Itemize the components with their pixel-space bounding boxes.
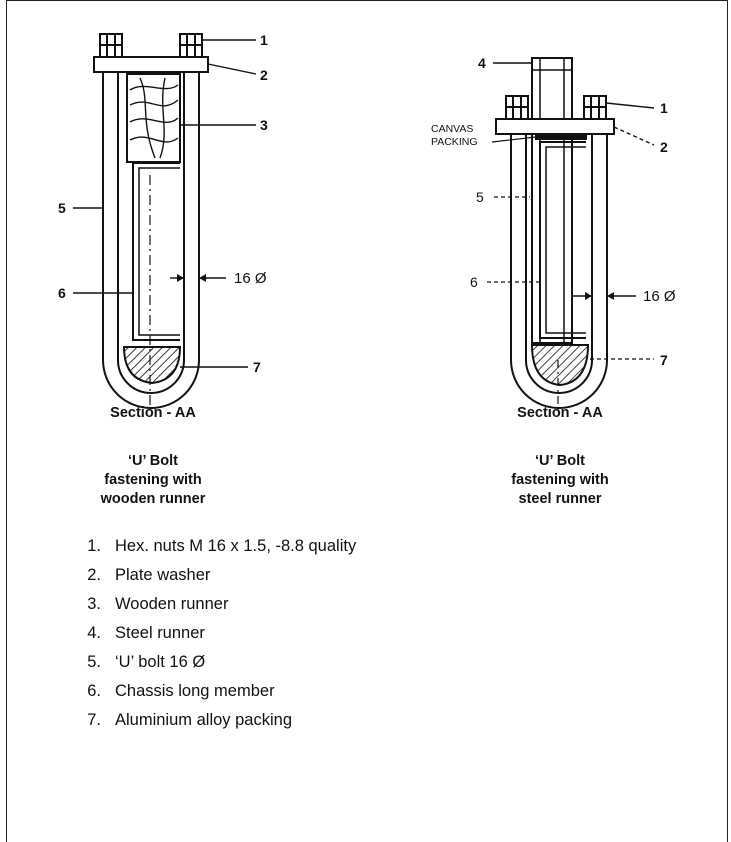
left-caption: ‘U’ Bolt fastening with wooden runner: [63, 452, 243, 509]
legend-text: Plate washer: [115, 566, 211, 584]
left-caption-line-2: fastening with: [104, 472, 202, 488]
legend-number: 2.: [87, 566, 101, 584]
right-plate-washer: [495, 118, 615, 135]
left-callout-6: 6: [58, 285, 66, 301]
right-callout-4: 4: [478, 55, 486, 71]
legend-number: 1.: [87, 537, 101, 555]
right-caption-line-1: ‘U’ Bolt: [535, 453, 585, 469]
legend-text: Aluminium alloy packing: [115, 711, 292, 729]
right-caption-line-3: steel runner: [518, 491, 602, 507]
legend-item: 2. Plate washer: [75, 561, 356, 590]
left-callout-3: 3: [260, 117, 268, 133]
left-caption-line-3: wooden runner: [100, 491, 206, 507]
legend-text: ‘U’ bolt 16 Ø: [115, 653, 206, 671]
left-callout-1: 1: [260, 32, 268, 48]
legend-number: 4.: [87, 624, 101, 642]
legend-text: Hex. nuts M 16 x 1.5, -8.8 quality: [115, 537, 357, 555]
right-callout-2: 2: [660, 139, 668, 155]
right-dimension-label: 16 Ø: [643, 288, 676, 305]
right-caption: ‘U’ Bolt fastening with steel runner: [470, 452, 650, 509]
legend-number: 5.: [87, 653, 101, 671]
left-callout-5: 5: [58, 200, 66, 216]
left-callout-2: 2: [260, 67, 268, 83]
right-steel-runner: [531, 57, 573, 344]
legend-text: Wooden runner: [115, 595, 229, 613]
left-caption-line-1: ‘U’ Bolt: [128, 453, 178, 469]
legend-item: 4. Steel runner: [75, 619, 356, 648]
legend-item: 3. Wooden runner: [75, 590, 356, 619]
left-dimension-label: 16 Ø: [234, 270, 267, 287]
legend-item: 6. Chassis long member: [75, 677, 356, 706]
right-canvas-label-line2: PACKING: [431, 136, 477, 148]
left-plate-washer: [93, 56, 209, 73]
right-u-bolt: [510, 134, 608, 409]
right-canvas-packing: [535, 134, 587, 140]
right-callout-5: 5: [476, 189, 484, 205]
right-canvas-label-line1: CANVAS: [431, 123, 473, 135]
u-bolt-diagrams: 1 2 3 5 6 7 16 Ø: [58, 32, 676, 412]
left-wooden-runner: [126, 73, 181, 163]
legend-item: 5. ‘U’ bolt 16 Ø: [75, 648, 356, 677]
left-u-bolt: [102, 72, 200, 409]
right-callout-1: 1: [660, 100, 668, 116]
legend-text: Steel runner: [115, 624, 205, 642]
figure-frame: [6, 0, 728, 842]
right-chassis-member: [539, 141, 586, 339]
left-callout-7: 7: [253, 359, 261, 375]
right-callout-7: 7: [660, 352, 668, 368]
right-alloy-packing: [530, 344, 590, 387]
legend-item: 7. Aluminium alloy packing: [75, 706, 356, 735]
left-hex-nuts: [99, 33, 203, 58]
legend-number: 6.: [87, 682, 101, 700]
right-hex-nuts: [505, 95, 607, 120]
left-section-title: Section - AA: [110, 405, 196, 421]
left-chassis-member: [132, 162, 180, 341]
left-u-bolt-drawing: [73, 33, 257, 410]
right-callout-6: 6: [470, 274, 478, 290]
legend-number: 3.: [87, 595, 101, 613]
legend-number: 7.: [87, 711, 101, 729]
right-section-title: Section - AA: [517, 405, 603, 421]
parts-legend: 1. Hex. nuts M 16 x 1.5, -8.8 quality 2. P…: [75, 532, 356, 735]
right-u-bolt-drawing: [487, 57, 655, 412]
legend-text: Chassis long member: [115, 682, 275, 700]
legend-item: 1. Hex. nuts M 16 x 1.5, -8.8 quality: [75, 532, 356, 561]
right-caption-line-2: fastening with: [511, 472, 609, 488]
left-alloy-packing: [122, 346, 182, 385]
